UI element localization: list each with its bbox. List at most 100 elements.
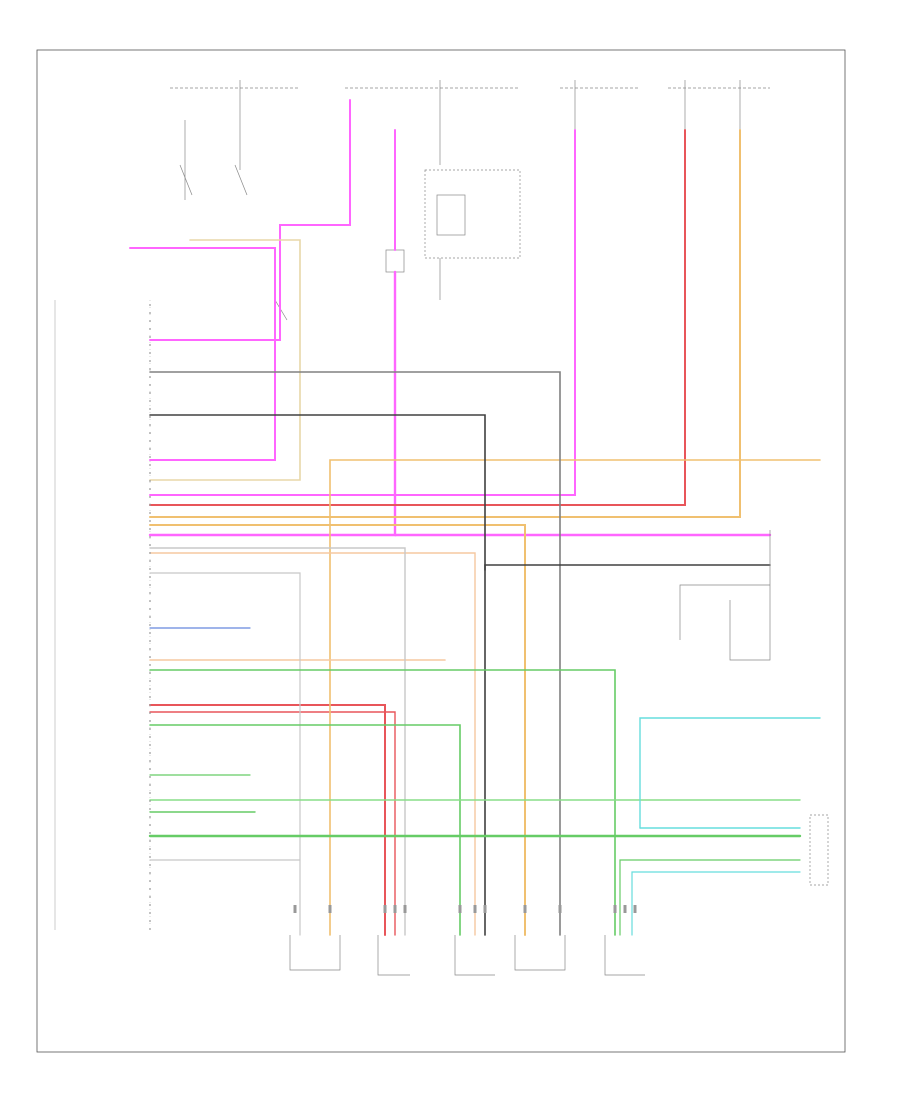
relay-box xyxy=(424,169,521,259)
pcm-pin xyxy=(149,816,151,818)
wire-green-7 xyxy=(619,859,801,936)
pcm-pin xyxy=(149,856,151,858)
pcm-pin xyxy=(149,440,151,442)
pcm-pin xyxy=(149,528,151,530)
switch-1 xyxy=(179,164,193,196)
pcm-pin xyxy=(149,400,151,402)
wire-lightgray-1 xyxy=(149,547,406,936)
bottom-terminal xyxy=(393,905,397,913)
wire-darkgray-1 xyxy=(149,414,486,936)
diagram-frame xyxy=(36,49,846,1053)
pcm-pin xyxy=(149,424,151,426)
bottom-terminal xyxy=(483,905,487,913)
pcm-connector xyxy=(54,300,151,930)
pcm-pin xyxy=(149,576,151,578)
pcm-pin xyxy=(149,616,151,618)
wire-lightgray-2 xyxy=(149,572,301,936)
pcm-pin xyxy=(149,648,151,650)
pcm-pin xyxy=(149,672,151,674)
pcm-pin xyxy=(149,704,151,706)
pcm-pin xyxy=(149,464,151,466)
pcm-pin xyxy=(149,720,151,722)
bottom-terminal xyxy=(383,905,387,913)
wire-tan-1 xyxy=(149,239,301,481)
pcm-pin xyxy=(149,416,151,418)
component-bottom-3 xyxy=(454,935,495,976)
wire-pink-5 xyxy=(129,247,276,461)
component-bottom-2 xyxy=(377,935,410,976)
wire-darkgray-2 xyxy=(484,564,771,571)
component-bottom-4 xyxy=(514,935,566,971)
relay-coil xyxy=(436,194,466,236)
pcm-pin xyxy=(149,768,151,770)
pcm-pin xyxy=(149,696,151,698)
pcm-pin xyxy=(149,504,151,506)
pcm-pin xyxy=(149,872,151,874)
pcm-pin xyxy=(149,664,151,666)
wire-pink-4 xyxy=(149,129,576,496)
fuel-sender-box xyxy=(729,530,771,661)
pcm-pin xyxy=(149,808,151,810)
pcm-pin xyxy=(149,368,151,370)
pcm-pin xyxy=(149,392,151,394)
pcm-pin xyxy=(149,472,151,474)
pcm-pin xyxy=(149,592,151,594)
pcm-pin xyxy=(149,520,151,522)
component-bottom-5 xyxy=(604,935,645,976)
wire-layer xyxy=(129,99,821,936)
wire-cyan-1 xyxy=(639,717,821,829)
pcm-pin xyxy=(149,736,151,738)
wire-green-2 xyxy=(149,724,461,936)
pcm-pin xyxy=(149,480,151,482)
bottom-terminal xyxy=(613,905,617,913)
right-components xyxy=(679,530,829,886)
pcm-pin xyxy=(149,656,151,658)
pcm-pin xyxy=(149,904,151,906)
pcm-pin xyxy=(149,496,151,498)
bottom-components xyxy=(289,935,645,976)
pcm-pin xyxy=(149,456,151,458)
bottom-terminal xyxy=(293,905,297,913)
pcm-pin xyxy=(149,560,151,562)
pcm-pin xyxy=(149,864,151,866)
pcm-pin xyxy=(149,832,151,834)
pcm-pin xyxy=(149,752,151,754)
pcm-pin xyxy=(149,848,151,850)
pcm-pin xyxy=(149,448,151,450)
pcm-pin xyxy=(149,552,151,554)
pcm-pin xyxy=(149,680,151,682)
pcm-pin xyxy=(149,584,151,586)
bottom-terminal xyxy=(558,905,562,913)
wire-red-3 xyxy=(149,711,396,936)
pcm-pin xyxy=(149,544,151,546)
pcm-pin xyxy=(149,712,151,714)
pcm-pin xyxy=(149,568,151,570)
component-bottom-1 xyxy=(289,935,341,971)
pcm-pin xyxy=(149,376,151,378)
pcm-pin xyxy=(149,760,151,762)
pcm-pin xyxy=(149,688,151,690)
pcm-pin xyxy=(149,608,151,610)
pcm-pin xyxy=(149,912,151,914)
bottom-terminal xyxy=(328,905,332,913)
pcm-pin xyxy=(149,328,151,330)
pcm-pin xyxy=(149,784,151,786)
pcm-pin xyxy=(149,360,151,362)
wire-peach-2 xyxy=(149,552,476,936)
bottom-terminal xyxy=(458,905,462,913)
wire-orange-3 xyxy=(329,459,821,936)
wire-cyan-3 xyxy=(631,871,801,936)
pcm-pin xyxy=(149,344,151,346)
pcm-pin xyxy=(149,928,151,930)
switch-2 xyxy=(234,164,248,196)
pcm-pin xyxy=(149,408,151,410)
pcm-pin xyxy=(149,792,151,794)
pcm-pin xyxy=(149,600,151,602)
pcm-pin xyxy=(149,336,151,338)
wire-orange-2 xyxy=(149,524,526,936)
pcm-pin xyxy=(149,824,151,826)
wire-green-1 xyxy=(149,669,616,936)
pcm-pin xyxy=(149,624,151,626)
pcm-pin xyxy=(149,888,151,890)
